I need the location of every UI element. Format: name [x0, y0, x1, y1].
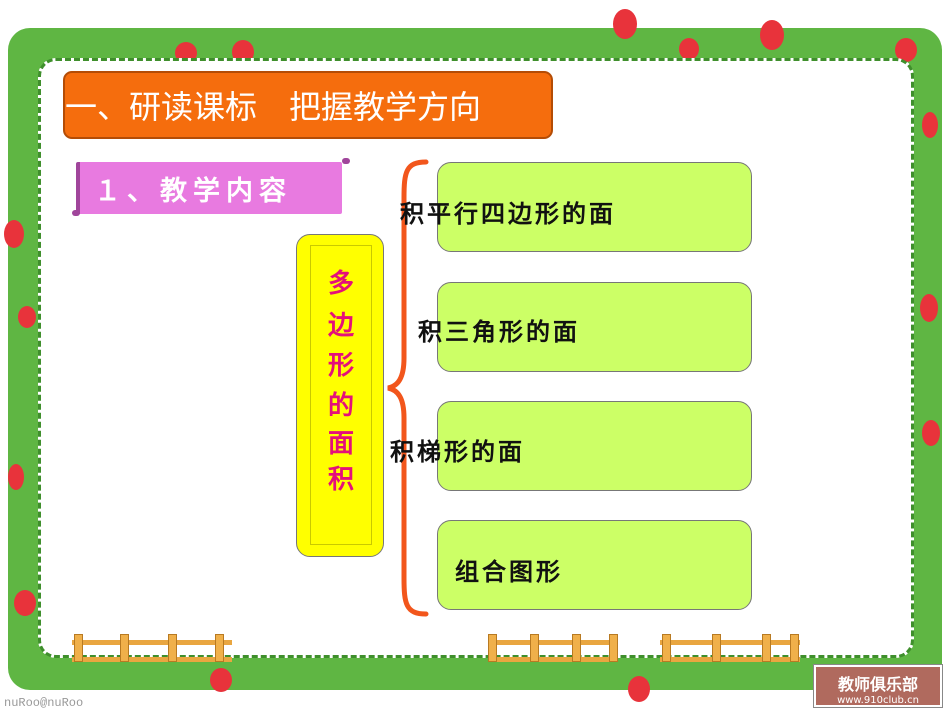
berry-dot	[8, 464, 24, 490]
item-label-triangle: 积三角形的面	[418, 317, 580, 346]
berry-dot	[922, 420, 940, 446]
berry-dot	[920, 294, 938, 322]
fence-post	[712, 634, 721, 662]
berry-dot	[760, 20, 784, 50]
topic-box: 多 边 形 的 面 积	[296, 234, 384, 557]
scroll-curl-top	[342, 158, 350, 164]
berry-dot	[210, 668, 232, 692]
berry-dot	[895, 38, 917, 62]
content-item-box	[437, 162, 752, 252]
curly-brace	[387, 159, 429, 617]
content-item-box	[437, 520, 752, 610]
topic-char: 边	[327, 311, 354, 341]
item-label-composite: 组合图形	[455, 557, 563, 586]
fence-post	[530, 634, 539, 662]
club-logo: 教师俱乐部 www.910club.cn	[814, 665, 942, 707]
fence-post	[215, 634, 224, 662]
logo-text: 教师俱乐部	[837, 675, 918, 694]
fence-post	[609, 634, 618, 662]
fence-post	[168, 634, 177, 662]
fence-post	[662, 634, 671, 662]
item-label-parallelogram: 积平行四边形的面	[400, 199, 616, 228]
topic-char: 面	[327, 429, 354, 459]
topic-char: 的	[327, 391, 354, 421]
section-label-scroll: １、教学内容	[76, 162, 342, 214]
fence-post	[488, 634, 497, 662]
berry-dot	[14, 590, 36, 616]
berry-dot	[679, 38, 699, 60]
item-label-trapezoid: 积梯形的面	[390, 437, 525, 466]
berry-dot	[18, 306, 36, 328]
topic-char: 积	[327, 465, 354, 495]
content-item-box	[437, 401, 752, 491]
logo-url: www.910club.cn	[837, 695, 919, 706]
fence-post	[74, 634, 83, 662]
fence-post	[762, 634, 771, 662]
fence-left	[72, 640, 232, 662]
fence-right	[660, 640, 800, 662]
watermark: nuRoo@nuRoo	[4, 696, 84, 710]
fence-post	[120, 634, 129, 662]
content-item-box	[437, 282, 752, 372]
fence-post	[790, 634, 799, 662]
fence-post	[572, 634, 581, 662]
topic-char: 形	[327, 351, 354, 381]
berry-dot	[922, 112, 938, 138]
berry-dot	[613, 9, 637, 39]
slide-title: 一、研读课标 把握教学方向	[63, 71, 553, 139]
berry-dot	[628, 676, 650, 702]
topic-box-inner	[310, 245, 372, 545]
slide-title-text: 一、研读课标 把握教学方向	[65, 88, 482, 126]
section-label: １、教学内容	[94, 175, 292, 207]
topic-char: 多	[327, 269, 354, 299]
berry-dot	[4, 220, 24, 248]
fence-middle	[488, 640, 618, 662]
